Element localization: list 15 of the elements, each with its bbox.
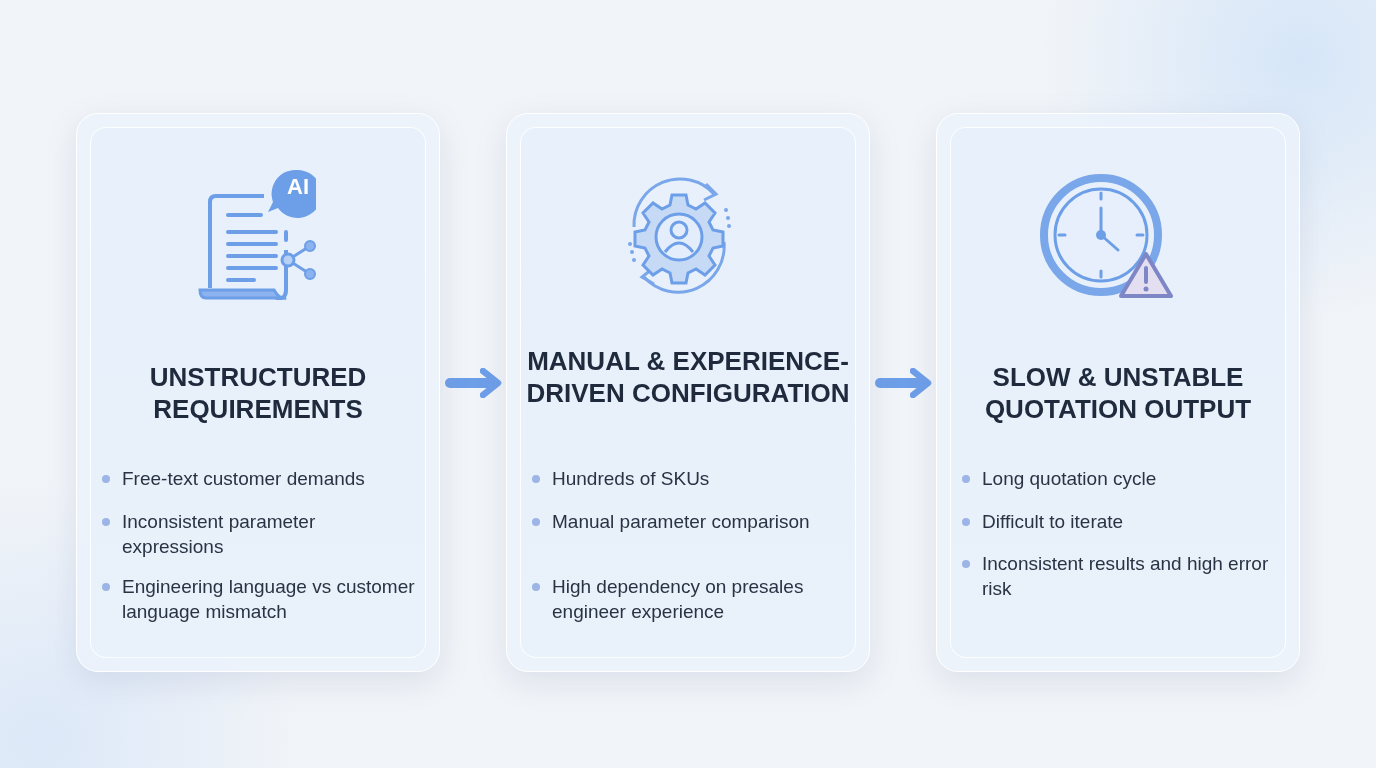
bullet-text: Inconsistent results and high error risk xyxy=(982,552,1270,601)
bullet-text: High dependency on presales engineer experience xyxy=(552,575,805,624)
bullet-text: Engineering language vs customer language mismatch xyxy=(122,575,416,624)
bullet-text: Hundreds of SKUs xyxy=(552,467,711,491)
bullet-text: Free-text customer demands xyxy=(122,467,366,491)
card-title: SLOW & UNSTABLE QUOTATION OUTPUT xyxy=(983,361,1253,425)
bullet-text: Inconsistent parameter expressions xyxy=(122,510,317,559)
bullet-text: Manual parameter comparison xyxy=(552,510,811,534)
arrow xyxy=(875,367,932,399)
icon-text: AI xyxy=(287,174,309,200)
arrow xyxy=(445,367,502,399)
card-title: MANUAL & EXPERIENCE-DRIVEN CONFIGURATION xyxy=(525,345,851,409)
bullet-text: Long quotation cycle xyxy=(982,467,1158,491)
card-title: UNSTRUCTURED REQUIREMENTS xyxy=(148,361,368,425)
bullet-text: Difficult to iterate xyxy=(982,510,1125,534)
